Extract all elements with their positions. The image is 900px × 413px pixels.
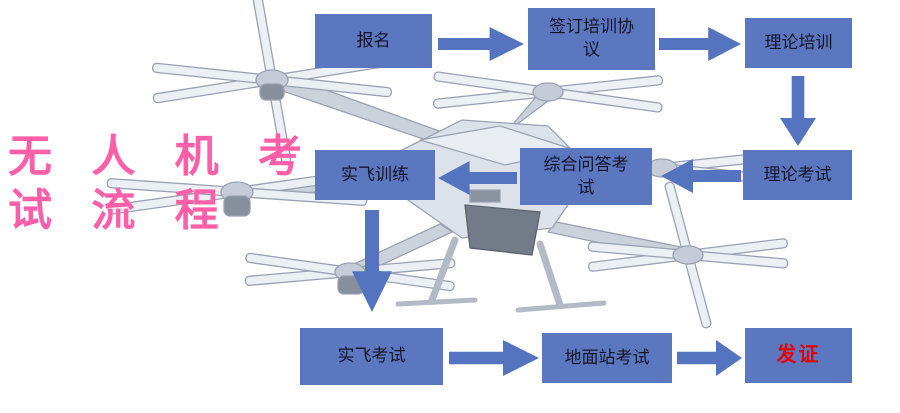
flow-node-theory-exam: 理论考试	[743, 150, 852, 200]
page-title: 无 人 机 考 试 流 程	[8, 130, 314, 237]
flow-node-label: 发证	[776, 344, 821, 366]
flow-node-label: 理论培训	[764, 32, 833, 52]
page-title-line1: 无 人 机 考	[8, 131, 314, 182]
page-title-line2: 试 流 程	[8, 184, 231, 236]
arrow-theory-training-to-theory-exam-icon	[780, 76, 816, 146]
flow-node-ground-station-exam: 地面站考试	[542, 333, 672, 383]
flow-node-label: 报名	[356, 30, 391, 50]
flow-node-label: 实飞考试	[337, 346, 406, 366]
flow-node-certificate-issued: 发证	[745, 328, 852, 383]
flow-node-label: 地面站考试	[564, 347, 650, 367]
flow-node-label: 签订培训协议	[549, 17, 634, 59]
arrow-ground-station-to-certificate-icon	[677, 340, 742, 376]
arrow-theory-exam-to-qa-exam-icon	[661, 159, 741, 193]
flow-node-sign-training-agreement: 签订培训协议	[528, 8, 655, 70]
flow-node-comprehensive-qa-exam: 综合问答考试	[520, 148, 652, 205]
flow-node-registration: 报名	[315, 14, 432, 68]
flow-node-theory-training: 理论培训	[745, 18, 852, 68]
flow-node-label: 理论考试	[763, 164, 832, 184]
arrow-registration-to-agreement-icon	[438, 27, 524, 61]
arrow-flight-training-to-flight-exam-icon	[352, 210, 392, 312]
arrow-flight-exam-to-ground-station-icon	[449, 340, 539, 376]
flow-node-flight-training: 实飞训练	[315, 150, 435, 200]
arrow-qa-exam-to-flight-training-icon	[438, 161, 517, 195]
flow-node-flight-exam: 实飞考试	[300, 328, 443, 385]
flow-node-label: 实飞训练	[341, 164, 409, 184]
flow-node-label: 综合问答考试	[543, 154, 629, 197]
arrow-agreement-to-theory-training-icon	[659, 27, 741, 61]
